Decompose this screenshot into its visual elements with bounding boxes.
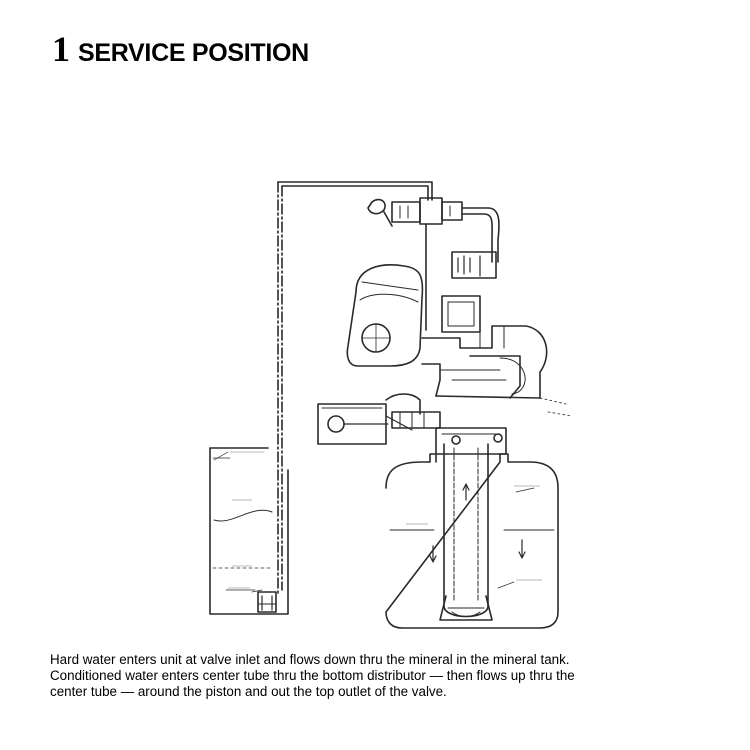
position-title: SERVICE POSITION [78, 39, 309, 67]
brine-tank [209, 447, 289, 615]
air-check-valve [257, 591, 277, 613]
flow-arrows [429, 483, 526, 563]
bottom-distributor [439, 595, 493, 621]
description-caption: Hard water enters unit at valve inlet an… [50, 652, 712, 700]
mineral-tank [385, 453, 559, 629]
flow-meter [451, 251, 497, 279]
page-heading: 1 SERVICE POSITION [52, 28, 309, 70]
leader-lines [213, 451, 535, 593]
outlet-connector [435, 397, 573, 455]
timer-housing [346, 264, 424, 367]
brine-line [277, 181, 433, 595]
position-number: 1 [52, 29, 70, 69]
caption-line-1: Hard water enters unit at valve inlet an… [50, 652, 570, 667]
valve-body [421, 295, 548, 399]
center-tube [443, 443, 489, 618]
caption-line-2: Conditioned water enters center tube thr… [50, 668, 575, 683]
callout-label-marks [228, 451, 542, 589]
caption-line-3: center tube — around the piston and out … [50, 684, 447, 699]
brine-valve-assembly [317, 393, 441, 445]
injector-assembly [367, 197, 500, 331]
